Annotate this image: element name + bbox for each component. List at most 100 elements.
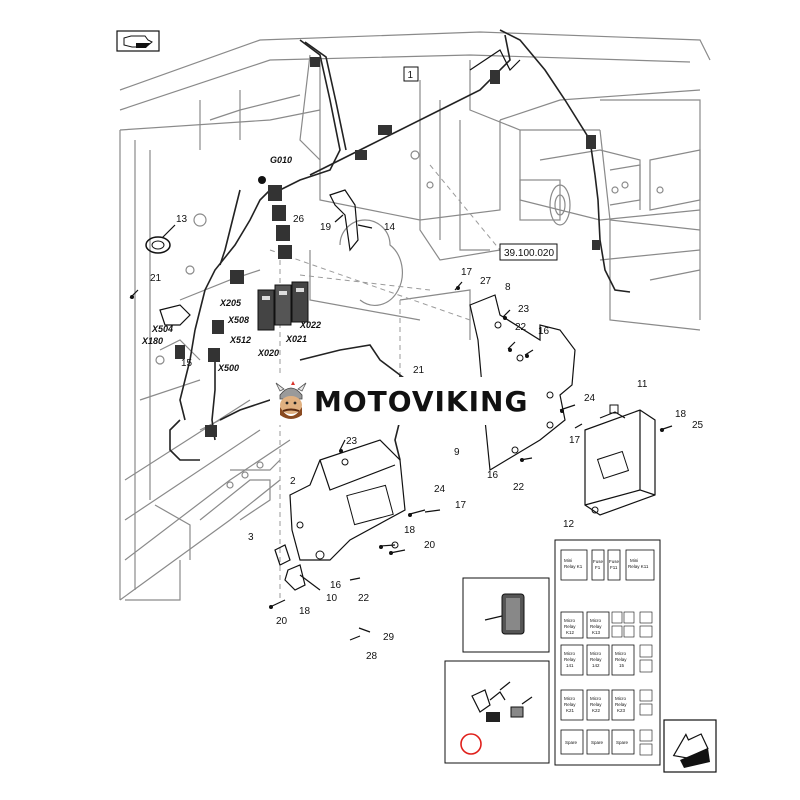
controller-module-12 (584, 404, 656, 516)
callout-22a: 22 (515, 322, 527, 333)
callout-21b: 21 (413, 365, 425, 376)
callout-24b: 24 (434, 484, 446, 495)
callout-2: 2 (290, 476, 296, 487)
viking-logo-icon (275, 381, 307, 419)
svg-text:Relay: Relay (590, 657, 602, 662)
svg-text:Micro: Micro (590, 618, 601, 623)
svg-text:Micro: Micro (564, 651, 575, 656)
bracket-box-2 (289, 439, 406, 561)
callout-numbers: 1 2 3 4 5 6 7 8 9 10 11 12 13 14 15 16 1… (150, 66, 704, 750)
connector-cluster (159, 176, 309, 437)
connector-x504: X504 (151, 324, 173, 334)
callout-20b: 20 (276, 616, 288, 627)
watermark-banner: MOTOVIKING (270, 377, 536, 425)
svg-text:K12: K12 (566, 630, 575, 635)
svg-text:Mini: Mini (564, 558, 572, 563)
callout-23b: 23 (346, 436, 358, 447)
callout-21a: 21 (150, 273, 162, 284)
callout-25: 25 (692, 420, 704, 431)
svg-text:Spare: Spare (616, 740, 629, 745)
svg-text:Relay: Relay (564, 624, 576, 629)
svg-text:Relay: Relay (590, 702, 602, 707)
callout-3: 3 (248, 532, 254, 543)
svg-text:Relay: Relay (615, 657, 627, 662)
callout-10: 10 (326, 593, 338, 604)
callout-18b: 18 (404, 525, 416, 536)
callout-28: 28 (366, 651, 378, 662)
svg-text:Relay: Relay (590, 624, 602, 629)
svg-text:F1: F1 (595, 565, 601, 570)
svg-text:141: 141 (566, 663, 574, 668)
callout-19: 19 (320, 222, 332, 233)
grommet-13 (145, 224, 176, 254)
svg-text:Relay: Relay (615, 702, 627, 707)
callout-29: 29 (383, 632, 395, 643)
highlight-circle-7 (460, 733, 482, 755)
callout-14: 14 (384, 222, 396, 233)
clamps (274, 544, 321, 591)
callout-8: 8 (505, 282, 511, 293)
machine-frame (119, 31, 711, 601)
connector-x180: X180 (141, 336, 163, 346)
svg-text:Relay K1: Relay K1 (564, 564, 583, 569)
connector-x500: X500 (217, 363, 239, 373)
svg-text:K23: K23 (617, 708, 626, 713)
callout-15: 15 (181, 358, 193, 369)
svg-text:39.100.020: 39.100.020 (504, 248, 554, 259)
callout-18c: 18 (299, 606, 311, 617)
callout-22c: 22 (358, 593, 370, 604)
svg-text:Mini: Mini (630, 558, 638, 563)
connector-x022: X022 (299, 320, 321, 330)
connector-x020: X020 (257, 348, 279, 358)
callout-24a: 24 (584, 393, 596, 404)
inset-30 (462, 577, 550, 653)
callout-11: 11 (637, 379, 648, 390)
svg-text:Relay K11: Relay K11 (628, 564, 649, 569)
svg-text:Micro: Micro (590, 651, 601, 656)
svg-text:Spare: Spare (591, 740, 604, 745)
svg-text:15: 15 (619, 663, 625, 668)
connector-x205: X205 (219, 298, 242, 308)
svg-text:K22: K22 (592, 708, 601, 713)
callout-16b: 16 (487, 470, 499, 481)
callout-16c: 16 (330, 580, 342, 591)
bracket-14 (329, 189, 373, 252)
watermark-text: MOTOVIKING (314, 384, 529, 418)
callout-18a: 18 (675, 409, 687, 420)
callout-12: 12 (563, 519, 575, 530)
callout-9: 9 (454, 447, 460, 458)
connector-g010: G010 (270, 155, 292, 165)
callout-13: 13 (176, 214, 188, 225)
callout-26: 26 (293, 214, 305, 225)
svg-text:Micro: Micro (564, 696, 575, 701)
svg-text:Micro: Micro (590, 696, 601, 701)
connector-labels: G010 X205 X508 X504 X180 X512 X500 X020 … (141, 155, 321, 373)
svg-text:F11: F11 (610, 565, 618, 570)
view-orientation-icon[interactable] (116, 30, 160, 52)
callout-22b: 22 (513, 482, 525, 493)
fasteners (129, 281, 673, 641)
svg-text:Spare: Spare (565, 740, 578, 745)
mounting-plate-9 (469, 294, 576, 472)
callout-20a: 20 (424, 540, 436, 551)
callout-23a: 23 (518, 304, 530, 315)
svg-text:142: 142 (592, 663, 600, 668)
callout-17c: 17 (455, 500, 467, 511)
svg-text:K21: K21 (566, 708, 575, 713)
callout-17a: 17 (461, 267, 473, 278)
svg-text:Relay: Relay (564, 657, 576, 662)
svg-text:Fuse: Fuse (593, 559, 604, 564)
next-page-arrow-icon[interactable] (663, 719, 717, 773)
callout-1: 1 (408, 70, 414, 81)
svg-text:Micro: Micro (615, 651, 626, 656)
callout-27: 27 (480, 276, 492, 287)
connector-x508: X508 (227, 315, 249, 325)
inset-relay (444, 660, 550, 764)
reference-label[interactable]: 39.100.020 (499, 243, 558, 261)
connector-x512: X512 (229, 335, 251, 345)
svg-text:Micro: Micro (615, 696, 626, 701)
svg-text:K13: K13 (592, 630, 601, 635)
connector-x021: X021 (285, 334, 307, 344)
svg-text:Fuse: Fuse (609, 559, 620, 564)
